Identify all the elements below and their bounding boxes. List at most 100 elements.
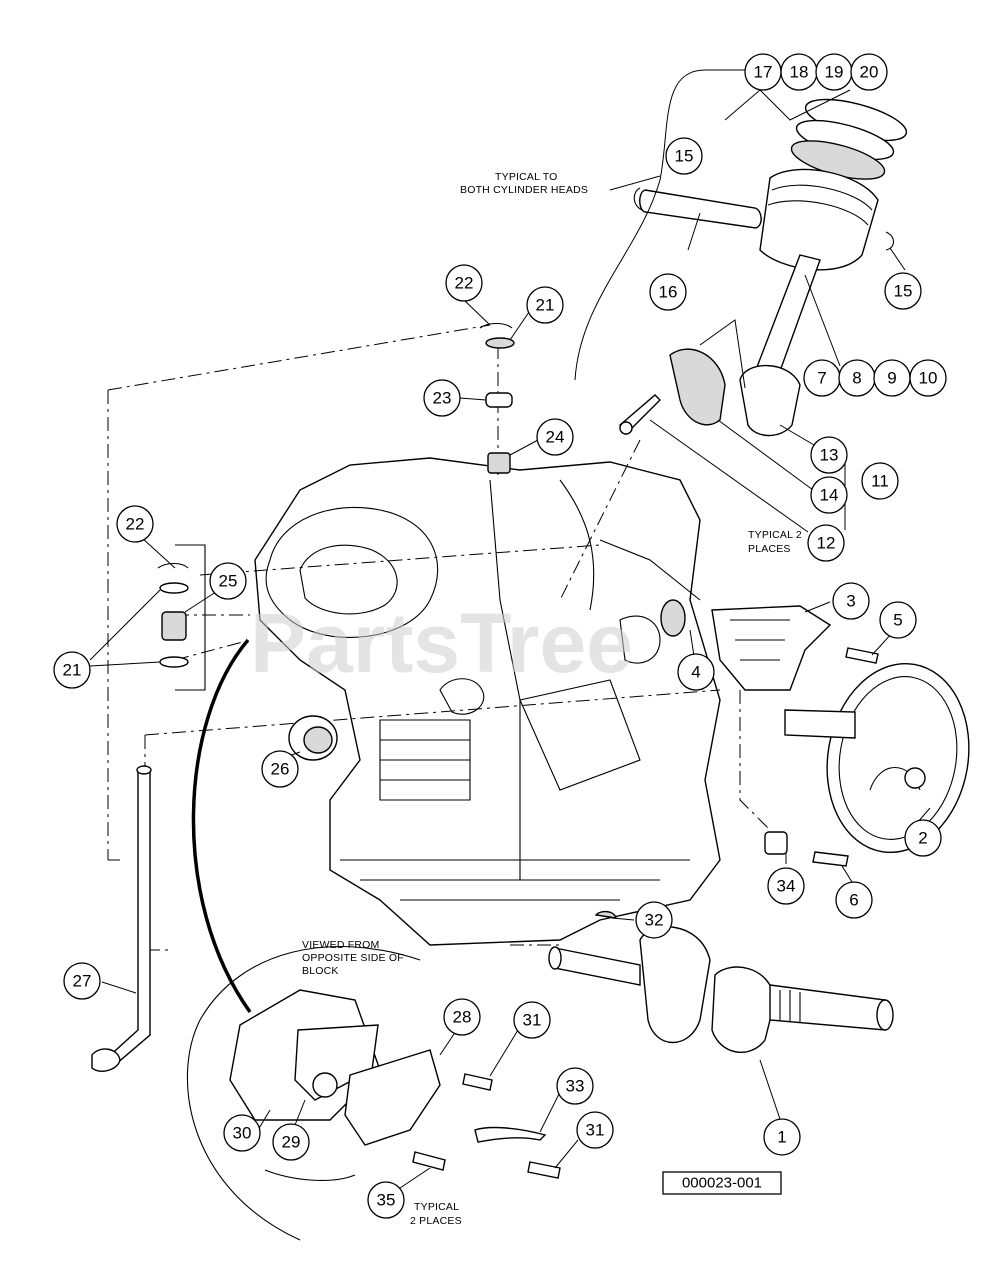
callout-4[interactable]: 4 — [677, 653, 715, 691]
svg-text:10: 10 — [919, 369, 938, 388]
svg-text:29: 29 — [282, 1133, 301, 1152]
svg-text:5: 5 — [893, 611, 902, 630]
callout-33[interactable]: 33 — [556, 1067, 594, 1105]
note-viewed-1: VIEWED FROM — [302, 939, 379, 951]
note-typical-2-places-top-1: TYPICAL 2 — [748, 529, 802, 541]
callout-24[interactable]: 24 — [536, 418, 574, 456]
cam-follower-assembly — [660, 599, 879, 691]
svg-text:33: 33 — [566, 1077, 585, 1096]
callout-20[interactable]: 20 — [850, 53, 888, 91]
svg-text:14: 14 — [820, 486, 839, 505]
dipstick-tube — [91, 765, 152, 1072]
svg-text:4: 4 — [691, 663, 700, 682]
svg-text:8: 8 — [852, 369, 861, 388]
note-viewed-3: BLOCK — [302, 965, 339, 977]
notes: TYPICAL TO BOTH CYLINDER HEADS TYPICAL 2… — [302, 171, 802, 1227]
svg-text:28: 28 — [453, 1008, 472, 1027]
callout-1[interactable]: 1 — [763, 1118, 801, 1156]
breather-stack-top — [479, 322, 515, 474]
callout-2[interactable]: 2 — [904, 819, 942, 857]
callout-32[interactable]: 32 — [635, 901, 673, 939]
callouts: 17 18 19 20 15 16 15 7 8 9 10 22 21 23 2… — [53, 53, 947, 1219]
watermark: PartsTree — [250, 596, 633, 690]
detail-view — [186, 945, 561, 1241]
svg-text:6: 6 — [849, 891, 858, 910]
svg-text:12: 12 — [817, 534, 836, 553]
callout-7[interactable]: 7 — [803, 359, 841, 397]
callout-5[interactable]: 5 — [879, 601, 917, 639]
svg-text:35: 35 — [377, 1191, 396, 1210]
svg-text:31: 31 — [523, 1011, 542, 1030]
svg-text:19: 19 — [825, 63, 844, 82]
crankshaft — [548, 926, 894, 1054]
reference-number: 000023-001 — [682, 1175, 762, 1192]
svg-text:15: 15 — [894, 282, 913, 301]
note-typical-2-places-bottom-1: TYPICAL — [414, 1201, 459, 1213]
callout-16[interactable]: 16 — [649, 273, 687, 311]
svg-text:25: 25 — [219, 572, 238, 591]
callout-18[interactable]: 18 — [780, 53, 818, 91]
svg-text:32: 32 — [645, 911, 664, 930]
svg-text:20: 20 — [860, 63, 879, 82]
svg-text:1: 1 — [777, 1128, 786, 1147]
callout-12[interactable]: 12 — [807, 524, 845, 562]
svg-text:11: 11 — [871, 472, 889, 491]
callout-34[interactable]: 34 — [767, 867, 805, 905]
callout-31-upper[interactable]: 31 — [513, 1001, 551, 1039]
callout-15-lower[interactable]: 15 — [884, 272, 922, 310]
callout-11[interactable]: 11 — [861, 462, 899, 500]
callout-21-left[interactable]: 21 — [53, 651, 91, 689]
callout-10[interactable]: 10 — [909, 359, 947, 397]
engine-block — [254, 457, 721, 946]
svg-text:30: 30 — [233, 1124, 252, 1143]
note-typical-cylinder-2: BOTH CYLINDER HEADS — [460, 184, 588, 196]
callout-19[interactable]: 19 — [815, 53, 853, 91]
callout-3[interactable]: 3 — [832, 582, 870, 620]
callout-8[interactable]: 8 — [838, 359, 876, 397]
callout-9[interactable]: 9 — [873, 359, 911, 397]
callout-17[interactable]: 17 — [744, 53, 782, 91]
callout-28[interactable]: 28 — [443, 998, 481, 1036]
callout-22-left[interactable]: 22 — [116, 505, 154, 543]
svg-text:17: 17 — [754, 63, 773, 82]
svg-text:24: 24 — [546, 428, 565, 447]
callout-6[interactable]: 6 — [835, 881, 873, 919]
svg-text:31: 31 — [586, 1121, 605, 1140]
assembly-lines — [107, 324, 771, 951]
svg-text:13: 13 — [820, 446, 839, 465]
oil-seal — [288, 715, 338, 761]
callout-21-top[interactable]: 21 — [526, 286, 564, 324]
callout-35[interactable]: 35 — [367, 1181, 405, 1219]
note-typical-2-places-top-2: PLACES — [748, 543, 791, 555]
callout-22-top[interactable]: 22 — [445, 264, 483, 302]
note-viewed-2: OPPOSITE SIDE OF — [302, 952, 404, 964]
callout-25[interactable]: 25 — [209, 562, 247, 600]
svg-text:27: 27 — [73, 972, 92, 991]
svg-text:9: 9 — [887, 369, 896, 388]
svg-text:16: 16 — [659, 283, 678, 302]
callout-13[interactable]: 13 — [810, 436, 848, 474]
svg-text:23: 23 — [433, 389, 452, 408]
callout-31-lower[interactable]: 31 — [576, 1111, 614, 1149]
callout-14[interactable]: 14 — [810, 476, 848, 514]
callout-29[interactable]: 29 — [272, 1123, 310, 1161]
note-typical-2-places-bottom-2: 2 PLACES — [410, 1215, 462, 1227]
svg-text:15: 15 — [675, 147, 694, 166]
camshaft-gear — [784, 662, 970, 854]
callout-26[interactable]: 26 — [261, 750, 299, 788]
svg-text:26: 26 — [271, 760, 290, 779]
svg-text:22: 22 — [455, 274, 474, 293]
callout-30[interactable]: 30 — [223, 1114, 261, 1152]
svg-text:21: 21 — [536, 296, 555, 315]
breather-stack-left — [157, 544, 206, 691]
svg-text:2: 2 — [918, 829, 927, 848]
callout-27[interactable]: 27 — [63, 962, 101, 1000]
reference-number-box: 000023-001 — [662, 1171, 782, 1195]
svg-text:18: 18 — [790, 63, 809, 82]
svg-text:3: 3 — [846, 592, 855, 611]
callout-23[interactable]: 23 — [423, 379, 461, 417]
callout-15-upper[interactable]: 15 — [665, 137, 703, 175]
note-typical-cylinder-1: TYPICAL TO — [495, 171, 558, 183]
bushing-and-bolt — [764, 831, 849, 867]
